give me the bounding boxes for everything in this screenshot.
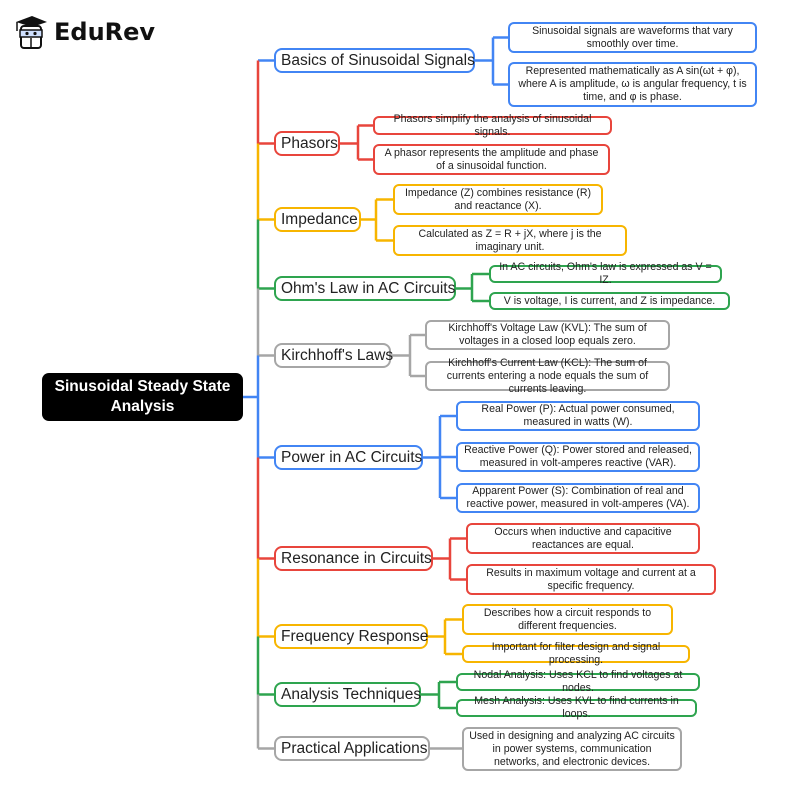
leaf-node: Describes how a circuit responds to diff…: [462, 604, 673, 635]
branch-node: Phasors: [274, 131, 340, 156]
leaf-node: In AC circuits, Ohm's law is expressed a…: [489, 261, 722, 286]
branch-node: Practical Applications: [274, 736, 430, 761]
leaf-node: A phasor represents the amplitude and ph…: [373, 144, 610, 175]
leaf-node: Nodal Analysis: Uses KCL to find voltage…: [456, 669, 700, 694]
branch-node: Resonance in Circuits: [274, 546, 433, 571]
leaf-node: Important for filter design and signal p…: [462, 641, 690, 666]
leaf-node: Apparent Power (S): Combination of real …: [456, 483, 700, 513]
graduate-mascot-icon: [16, 16, 47, 49]
leaf-node: Occurs when inductive and capacitive rea…: [466, 523, 700, 554]
leaf-node: Calculated as Z = R + jX, where j is the…: [393, 225, 627, 256]
root-node: Sinusoidal Steady State Analysis: [42, 373, 243, 421]
leaf-node: Kirchhoff's Voltage Law (KVL): The sum o…: [425, 320, 670, 350]
logo-text: EduRev: [54, 18, 156, 46]
branch-node: Power in AC Circuits: [274, 445, 423, 470]
leaf-node: V is voltage, I is current, and Z is imp…: [489, 292, 730, 310]
branch-node: Ohm's Law in AC Circuits: [274, 276, 456, 301]
branch-node: Impedance: [274, 207, 361, 232]
leaf-node: Represented mathematically as A sin(ωt +…: [508, 62, 757, 107]
leaf-node: Kirchhoff's Current Law (KCL): The sum o…: [425, 357, 670, 395]
branch-node: Frequency Response: [274, 624, 428, 649]
leaf-node: Phasors simplify the analysis of sinusoi…: [373, 113, 612, 138]
branch-node: Basics of Sinusoidal Signals: [274, 48, 475, 73]
leaf-node: Mesh Analysis: Uses KVL to find currents…: [456, 695, 697, 720]
leaf-node: Results in maximum voltage and current a…: [466, 564, 716, 595]
edurev-logo: EduRev: [14, 14, 155, 50]
leaf-node: Real Power (P): Actual power consumed, m…: [456, 401, 700, 431]
leaf-node: Impedance (Z) combines resistance (R) an…: [393, 184, 603, 215]
leaf-node: Reactive Power (Q): Power stored and rel…: [456, 442, 700, 472]
leaf-node: Sinusoidal signals are waveforms that va…: [508, 22, 757, 53]
branch-node: Analysis Techniques: [274, 682, 421, 707]
branch-node: Kirchhoff's Laws: [274, 343, 393, 368]
leaf-node: Used in designing and analyzing AC circu…: [462, 727, 682, 771]
